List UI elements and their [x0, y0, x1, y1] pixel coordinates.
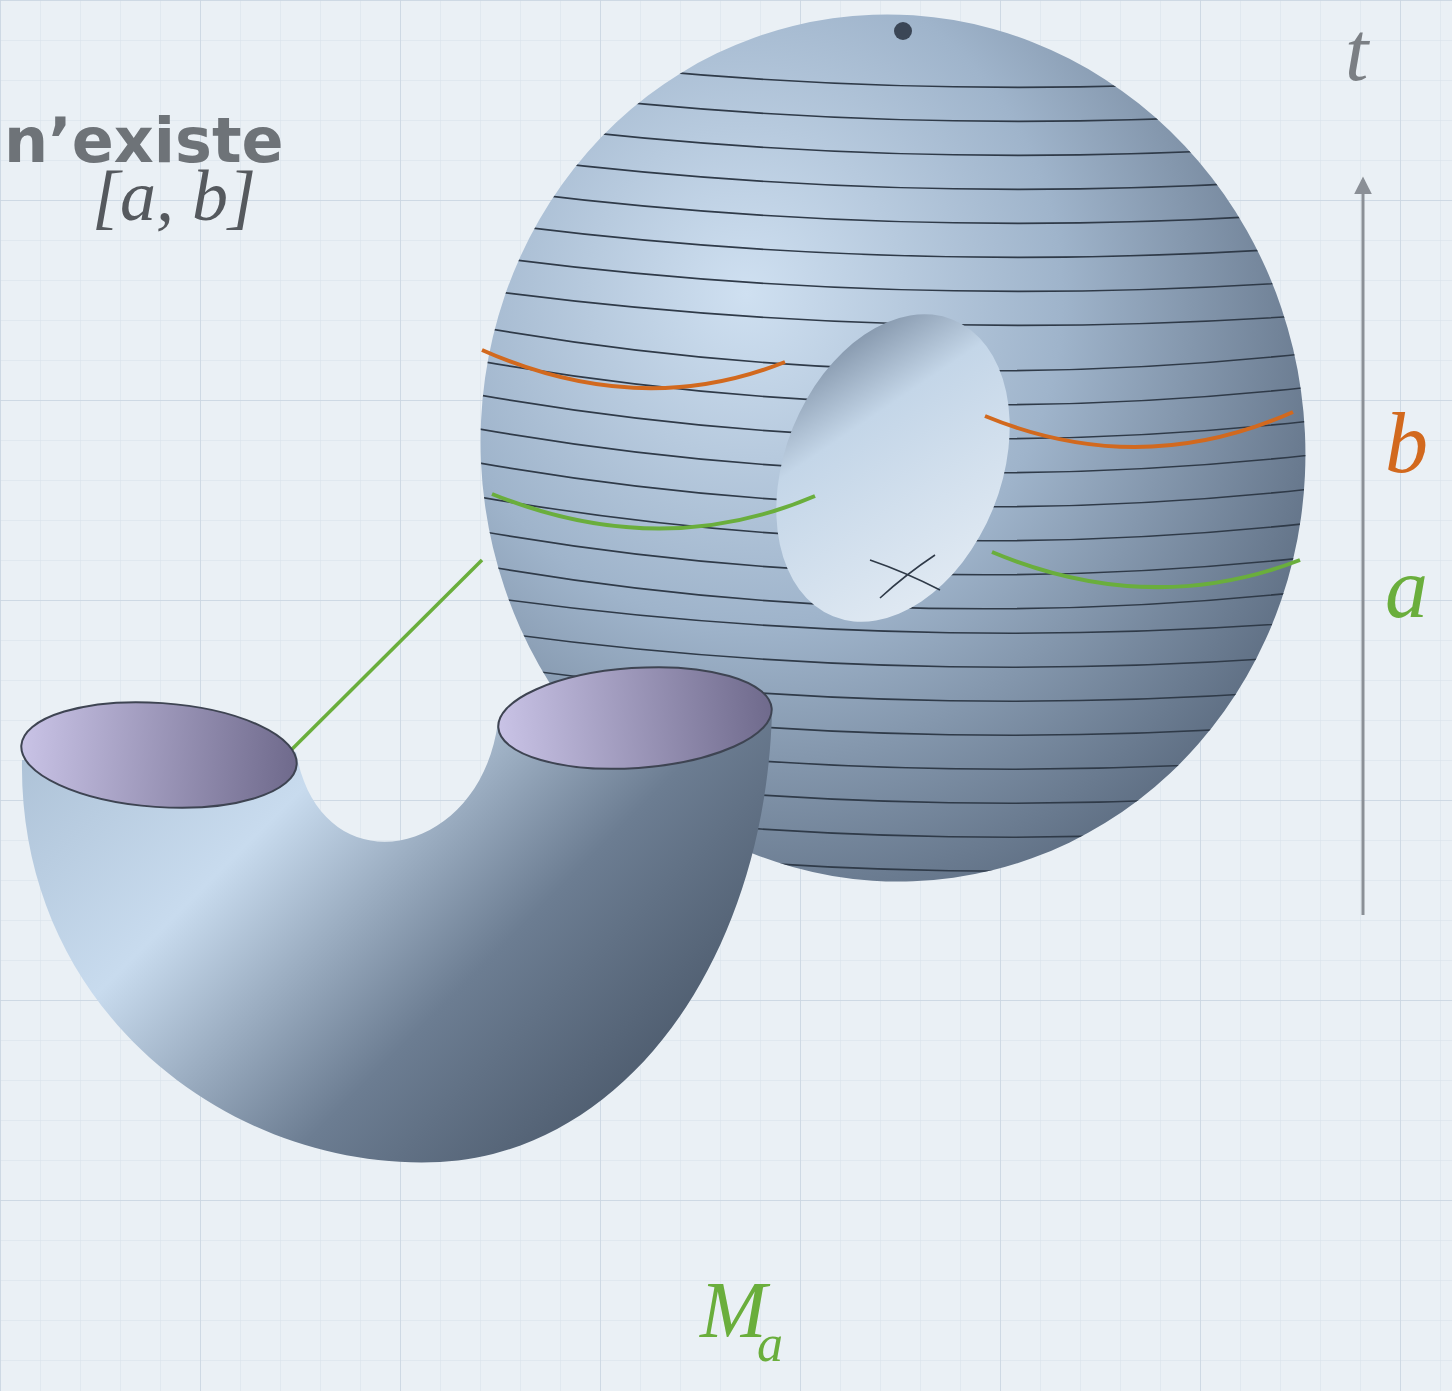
level-label: a [1385, 545, 1428, 631]
interval-label: [a, b] [92, 160, 256, 232]
level-label: b [1385, 400, 1428, 486]
sublevel-name: M [700, 1270, 767, 1350]
sublevel-subscript: a [757, 1318, 783, 1370]
axis-label: t [1345, 10, 1368, 94]
